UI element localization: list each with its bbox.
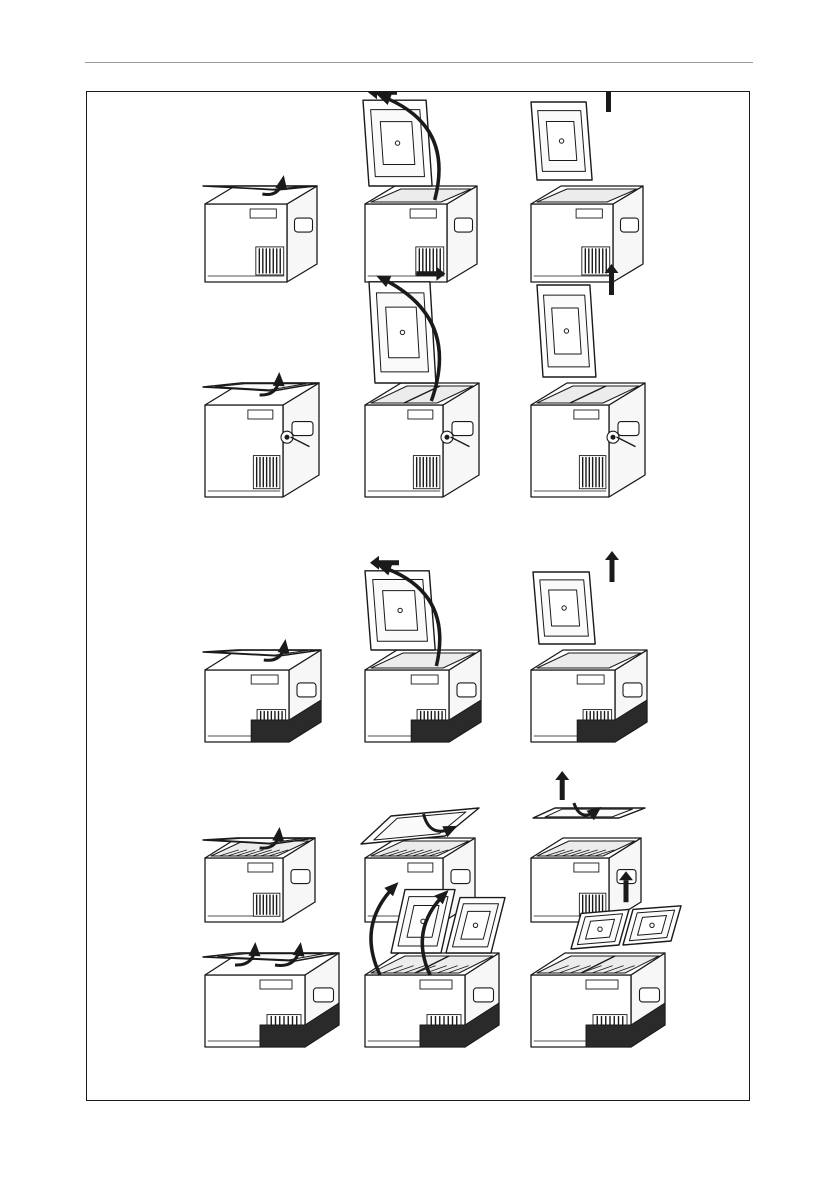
cooler-panel-r2-c2	[365, 267, 479, 497]
cooler-panel-r3-c3	[531, 551, 647, 742]
cooler-illustrations	[87, 92, 751, 1102]
cooler-panel-r5-c1	[203, 942, 339, 1047]
cooler-panel-r3-c1	[203, 639, 321, 742]
cooler-panel-r2-c1	[203, 372, 319, 497]
cooler-panel-r1-c1	[203, 175, 317, 282]
cooler-panel-r1-c3	[531, 92, 643, 282]
cooler-panel-r4-c1	[203, 827, 315, 922]
cooler-panel-r1-c2	[363, 92, 477, 282]
header-rule	[85, 62, 753, 63]
lid-removal-figure	[86, 91, 750, 1101]
cooler-panel-r3-c2	[365, 556, 481, 742]
cooler-panel-r2-c3	[531, 264, 645, 497]
